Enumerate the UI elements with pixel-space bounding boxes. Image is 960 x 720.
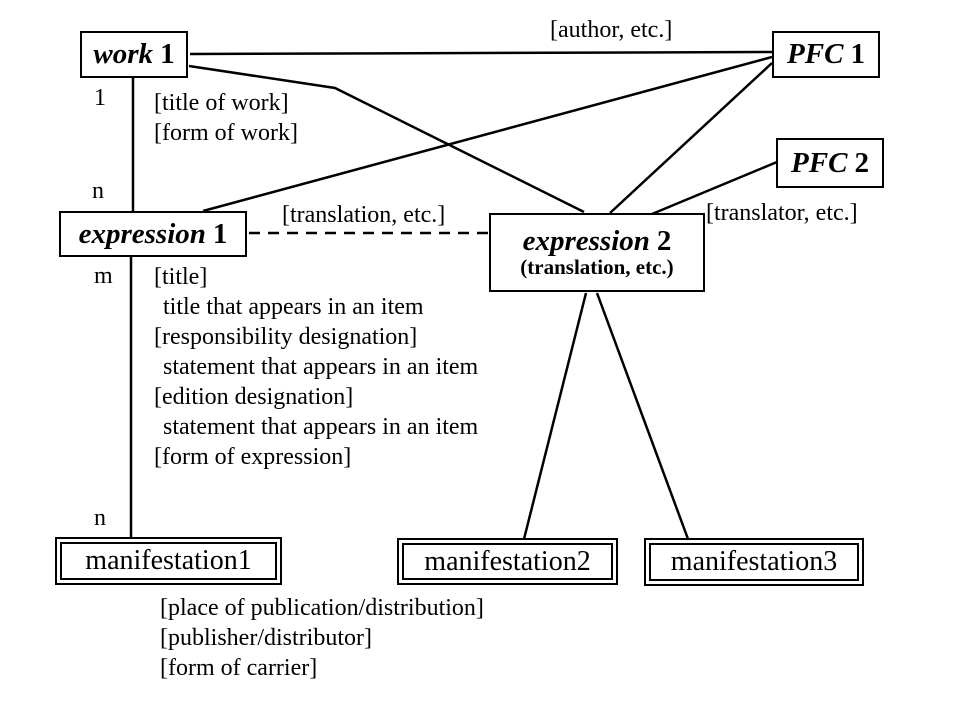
entity-expression-2-subtitle: (translation, etc.) (520, 255, 674, 280)
edge-work1-expression2 (188, 64, 585, 214)
entity-manifestation-2-num: 2 (576, 545, 591, 577)
expression-attribute: [form of expression] (154, 444, 352, 470)
entity-expression-1-name: expression (78, 217, 206, 250)
entity-work-1-num: 1 (160, 38, 175, 71)
manifestation-attribute: [publisher/distributor] (160, 625, 372, 651)
edge-expression2-manifestation3 (595, 292, 690, 540)
entity-manifestation-3-name: manifestation (670, 546, 824, 577)
entity-pfc-2-num: 2 (854, 146, 869, 179)
entity-pfc-2-name: PFC (791, 146, 848, 179)
entity-manifestation-2: manifestation2 (397, 538, 618, 585)
entity-expression-2-num: 2 (656, 224, 672, 257)
relationship-label-translator: [translator, etc.] (706, 200, 858, 226)
edge-expression1-pfc1 (202, 55, 773, 213)
cardinality-expression-manifestation-m: m (94, 263, 113, 289)
expression-attribute: [responsibility designation] (154, 324, 418, 350)
relationship-label-translation: [translation, etc.] (282, 202, 446, 228)
relationship-label-author: [author, etc.] (550, 17, 673, 43)
edge-work1-pfc1 (189, 50, 773, 56)
expression-attribute: [title] (154, 264, 208, 290)
entity-manifestation-1-label: manifestation1 (85, 545, 251, 577)
entity-manifestation-2-frame: manifestation2 (402, 543, 613, 580)
expression-attribute: title that appears in an item (163, 294, 424, 320)
expression-attribute: statement that appears in an item (163, 414, 479, 440)
entity-manifestation-3-label: manifestation3 (671, 546, 837, 578)
entity-manifestation-1-num: 1 (237, 545, 252, 576)
work-attribute-list: [title of work] [form of work] (154, 88, 298, 148)
entity-manifestation-2-name: manifestation (424, 545, 577, 577)
entity-expression-1-num: 1 (212, 217, 228, 250)
edge-expression2-pfc1 (609, 62, 773, 214)
expression-attribute: statement that appears in an item (163, 354, 479, 380)
manifestation-attribute: [form of carrier] (160, 655, 318, 681)
manifestation-attribute: [place of publication/distribution] (160, 595, 484, 621)
entity-manifestation-1-name: manifestation (85, 545, 238, 576)
entity-manifestation-1: manifestation1 (55, 537, 282, 585)
entity-expression-2-name: expression (522, 224, 650, 257)
entity-work-1-name: work (93, 38, 154, 71)
cardinality-expression-manifestation-n: n (94, 505, 106, 531)
expression-attribute: [edition designation] (154, 384, 354, 410)
entity-manifestation-2-label: manifestation2 (424, 546, 590, 578)
entity-manifestation-3-num: 3 (823, 546, 838, 577)
cardinality-work-expression-n: n (92, 178, 104, 204)
work-attribute: [form of work] (154, 120, 298, 146)
expression-attribute-list: [title] title that appears in an item [r… (154, 262, 478, 472)
entity-manifestation-3: manifestation3 (644, 538, 864, 586)
edge-expression2-pfc2 (651, 160, 778, 216)
work-attribute: [title of work] (154, 90, 289, 116)
entity-manifestation-1-frame: manifestation1 (60, 542, 277, 580)
manifestation-attribute-list: [place of publication/distribution] [pub… (160, 593, 484, 683)
entity-pfc-1-num: 1 (850, 38, 865, 71)
edge-expression2-manifestation2 (522, 292, 588, 540)
entity-pfc-1-name: PFC (787, 38, 844, 71)
cardinality-work-expression-1: 1 (94, 85, 106, 111)
entity-manifestation-3-frame: manifestation3 (649, 543, 859, 581)
